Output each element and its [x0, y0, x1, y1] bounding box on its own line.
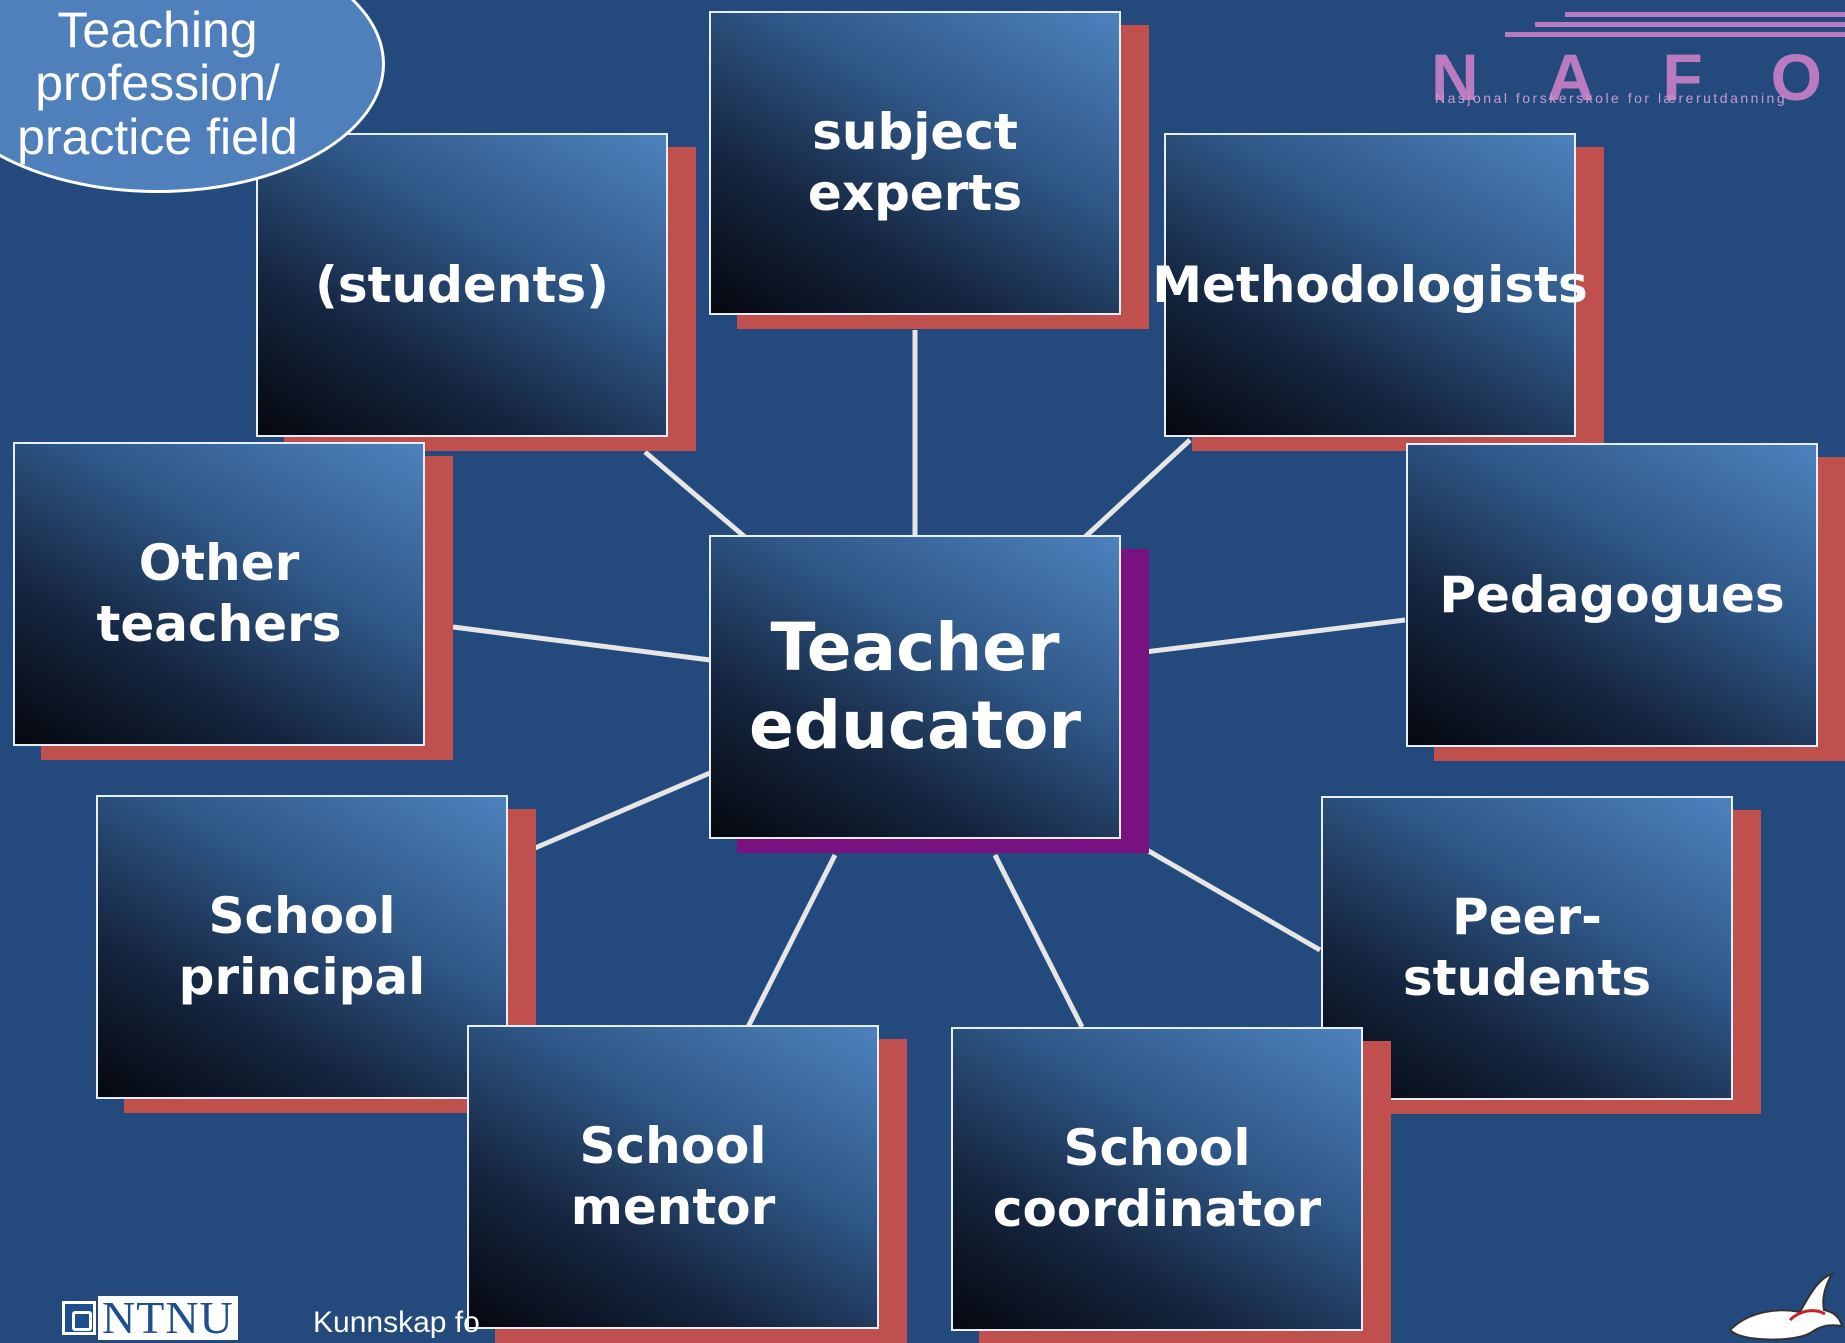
- connector-other-teachers: [452, 624, 711, 663]
- connector-methodologists: [1083, 438, 1192, 539]
- node-methodologists: Methodologists: [1152, 133, 1588, 437]
- center-label: Teacher educator: [748, 609, 1082, 764]
- node-school-coordinator: School coordinator: [951, 1027, 1363, 1331]
- node-label: School principal: [178, 887, 426, 1006]
- node-label: Other teachers: [96, 534, 342, 653]
- node-label: Peer-students: [1402, 888, 1652, 1007]
- connector-peer-students: [1119, 832, 1322, 953]
- node-label: School mentor: [570, 1117, 776, 1236]
- node-label: Methodologists: [1152, 255, 1588, 314]
- connector-school-principal: [534, 770, 711, 851]
- node-school-principal: School principal: [96, 795, 508, 1099]
- node-other-teachers: Other teachers: [13, 442, 425, 746]
- callout-label: Teaching profession/ practice field: [17, 1, 298, 165]
- connector-school-mentor: [745, 853, 838, 1029]
- nafol-subtitle: Nasjonal forskerskole for lærerutdanning: [1435, 90, 1788, 106]
- node-label: School coordinator: [992, 1119, 1322, 1238]
- connector-pedagogues: [1120, 617, 1406, 658]
- node-pedagogues: Pedagogues: [1406, 443, 1818, 747]
- node-label: (students): [315, 255, 609, 314]
- node-label: subject experts: [807, 103, 1023, 222]
- connector-students: [643, 450, 747, 539]
- node-students: (students): [256, 133, 668, 437]
- nafol-letters: NAFOL: [1431, 40, 1845, 108]
- node-peer-students: Peer-students: [1321, 796, 1733, 1100]
- connector-school-coordinator: [992, 853, 1085, 1029]
- ntnu-logo: NTNU: [62, 1295, 272, 1341]
- ntnu-wordmark: NTNU: [98, 1295, 238, 1341]
- footer-text: Kunnskap fo: [313, 1306, 480, 1339]
- node-teacher-educator: Teacher educator: [709, 535, 1121, 839]
- nafol-logo: NAFOL Nasjonal forskerskole for lærerutd…: [1425, 8, 1845, 108]
- dove-icon: [1728, 1272, 1844, 1341]
- node-subject-experts: subject experts: [709, 11, 1121, 315]
- ntnu-emblem-icon: [62, 1301, 96, 1335]
- node-school-mentor: School mentor: [467, 1025, 879, 1329]
- node-label: Pedagogues: [1439, 565, 1785, 624]
